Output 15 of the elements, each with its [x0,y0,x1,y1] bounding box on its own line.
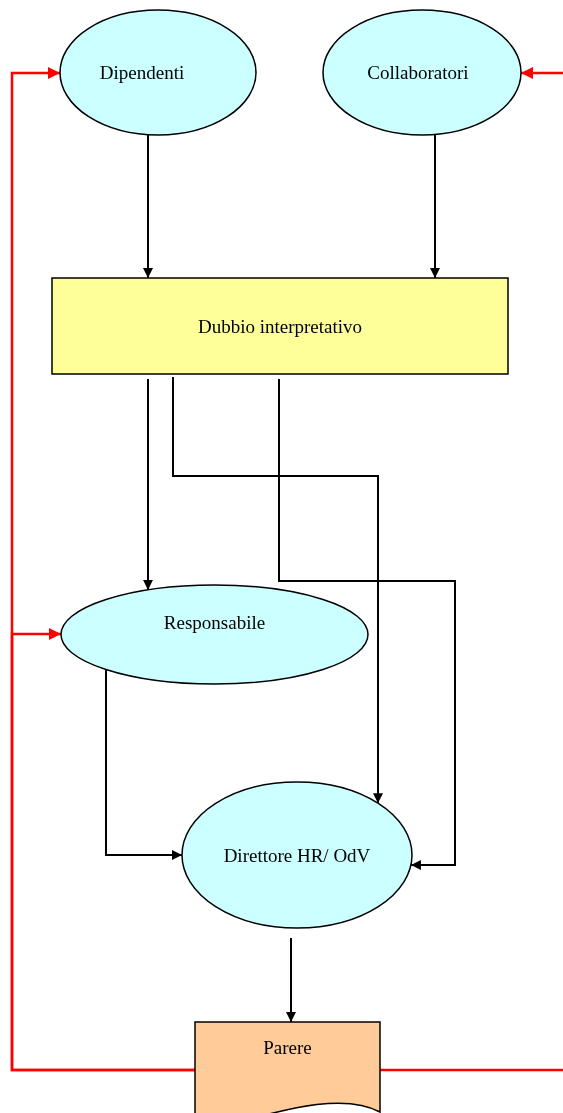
node-label: Responsabile [163,611,266,634]
arrow [430,133,440,279]
arrow [10,627,195,1072]
node-label: Dubbio interpretativo [197,314,363,338]
arrow [143,133,153,279]
node-label: Dipendenti [99,61,185,84]
arrow [380,66,563,1072]
arrow [286,936,296,1023]
node-label: Collaboratori [367,61,469,84]
arrow [278,378,456,870]
node-label: Direttore HR/ OdV [223,843,371,867]
arrow [172,376,383,805]
arrow [143,378,153,591]
node-label: Parere [263,1036,312,1059]
arrow [105,668,183,860]
